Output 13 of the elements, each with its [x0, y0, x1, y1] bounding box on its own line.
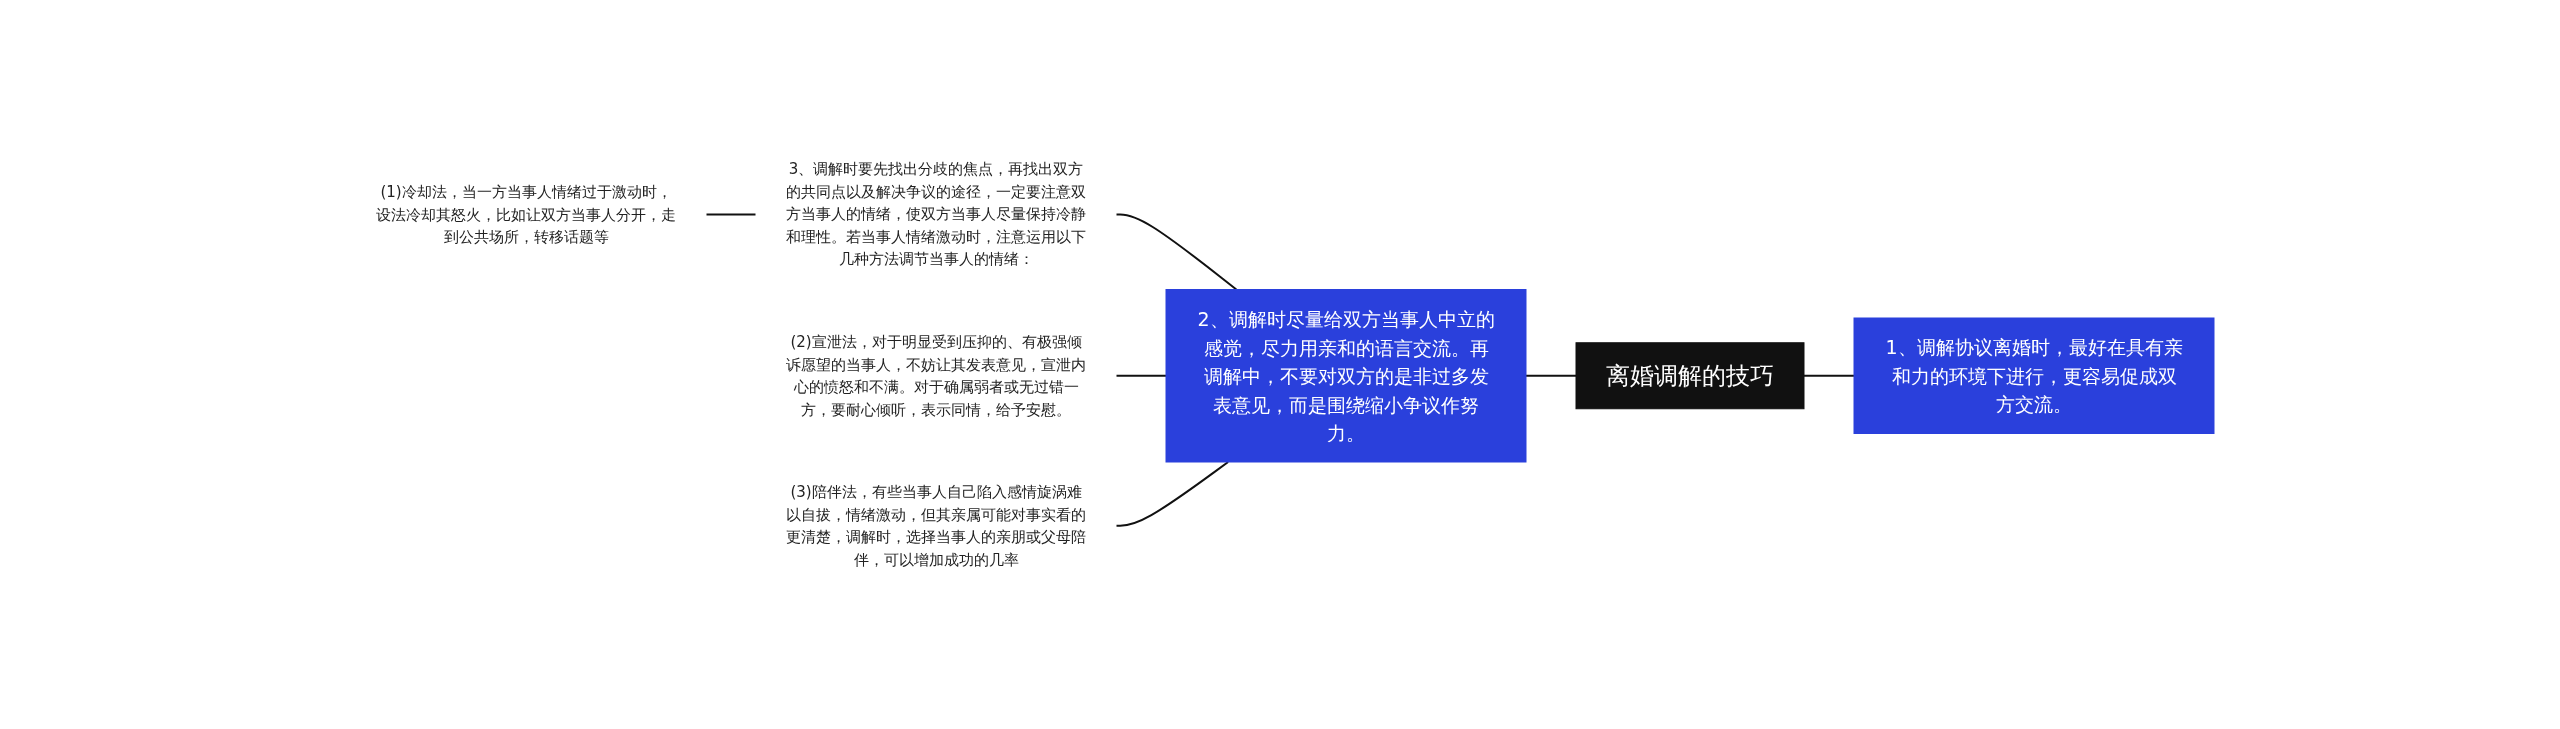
- node-text: (3)陪伴法，有些当事人自己陷入感情旋涡难以自拔，情绪激动，但其亲属可能对事实看的更清楚，调解时，选择当事人的亲朋或父母陪伴，可以增加成功的几率: [786, 482, 1086, 569]
- node-box: [1853, 317, 2215, 434]
- connector: [1115, 461, 1230, 527]
- node-text: (2)宣泄法，对于明显受到压抑的、有极强倾诉愿望的当事人，不妨让其发表意见，宣泄内心的愤怒和不满。对于确属弱者或无过错一方，要耐心倾听，表示同情，给予安慰。: [786, 332, 1086, 419]
- node-text: (1)冷却法，当一方当事人情绪过于激动时，设法冷却其怒火，比如让双方当事人分开，走到公共场所，转移话题等: [376, 182, 676, 246]
- connector: [1115, 374, 1167, 377]
- node-box: [1165, 289, 1527, 463]
- node-box: [1575, 342, 1805, 410]
- connector: [1803, 374, 1855, 377]
- connector: [705, 213, 757, 216]
- node-text: 3、调解时要先找出分歧的焦点，再找出双方的共同点以及解决争议的途径，一定要注意双方当事人的情绪，使双方当事人尽量保持冷静和理性。若当事人情绪激动时，注意运用以下几种方法调节当事人的情绪：: [786, 160, 1086, 269]
- connector: [1525, 374, 1577, 377]
- connector: [1115, 213, 1238, 291]
